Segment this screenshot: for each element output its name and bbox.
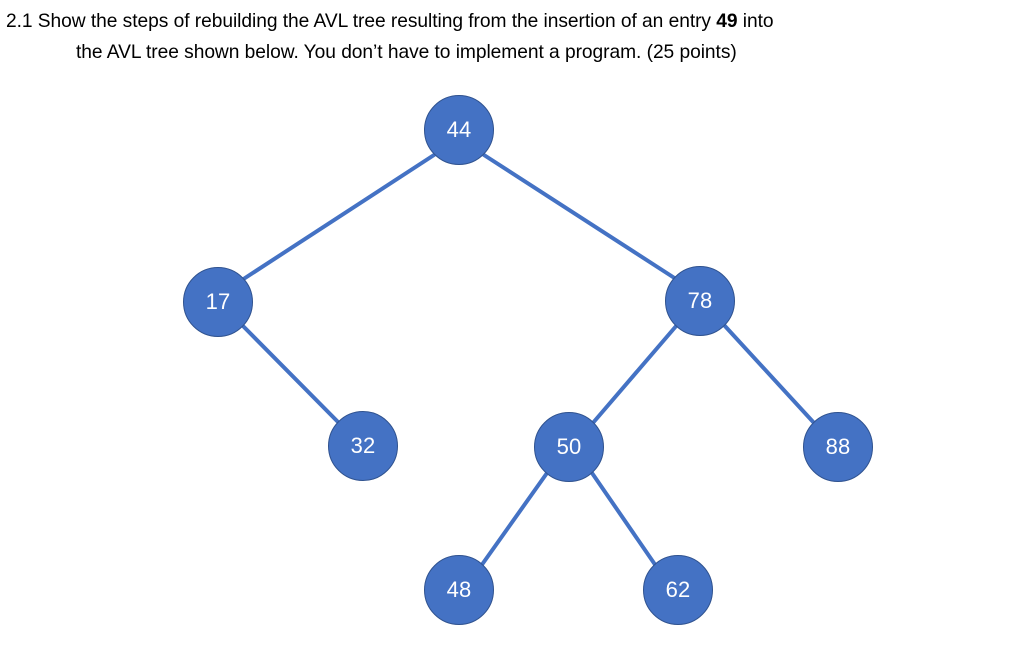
question-line-1-part-a: 2.1 Show the steps of rebuilding the AVL… xyxy=(6,11,717,32)
tree-node-label: 17 xyxy=(205,289,231,314)
question-line-2: the AVL tree shown below. You don’t have… xyxy=(76,42,737,63)
tree-node-78[interactable]: 78 xyxy=(665,266,735,336)
tree-edge xyxy=(240,153,436,282)
tree-node-label: 48 xyxy=(446,577,472,602)
tree-node-label: 88 xyxy=(825,434,851,459)
question-line-1-part-b: into xyxy=(737,11,774,32)
tree-node-50[interactable]: 50 xyxy=(534,412,604,482)
tree-node-label: 62 xyxy=(665,577,691,602)
tree-edge xyxy=(590,471,658,568)
tree-edge xyxy=(590,323,679,426)
tree-node-62[interactable]: 62 xyxy=(643,555,713,625)
tree-edge xyxy=(722,323,817,426)
tree-edge xyxy=(241,324,342,426)
tree-edge xyxy=(482,153,678,281)
tree-node-17[interactable]: 17 xyxy=(183,267,253,337)
tree-node-44[interactable]: 44 xyxy=(424,95,494,165)
tree-node-88[interactable]: 88 xyxy=(803,412,873,482)
tree-node-label: 78 xyxy=(687,288,713,313)
tree-node-label: 50 xyxy=(556,434,582,459)
tree-node-48[interactable]: 48 xyxy=(424,555,494,625)
question-text: 2.1 Show the steps of rebuilding the AVL… xyxy=(0,6,1024,68)
tree-node-label: 32 xyxy=(350,433,376,458)
tree-edge xyxy=(479,471,549,568)
tree-node-label: 44 xyxy=(446,117,472,142)
tree-node-32[interactable]: 32 xyxy=(328,411,398,481)
question-line-1: 2.1 Show the steps of rebuilding the AVL… xyxy=(0,6,1024,37)
inserted-key-emphasis: 49 xyxy=(716,11,738,32)
